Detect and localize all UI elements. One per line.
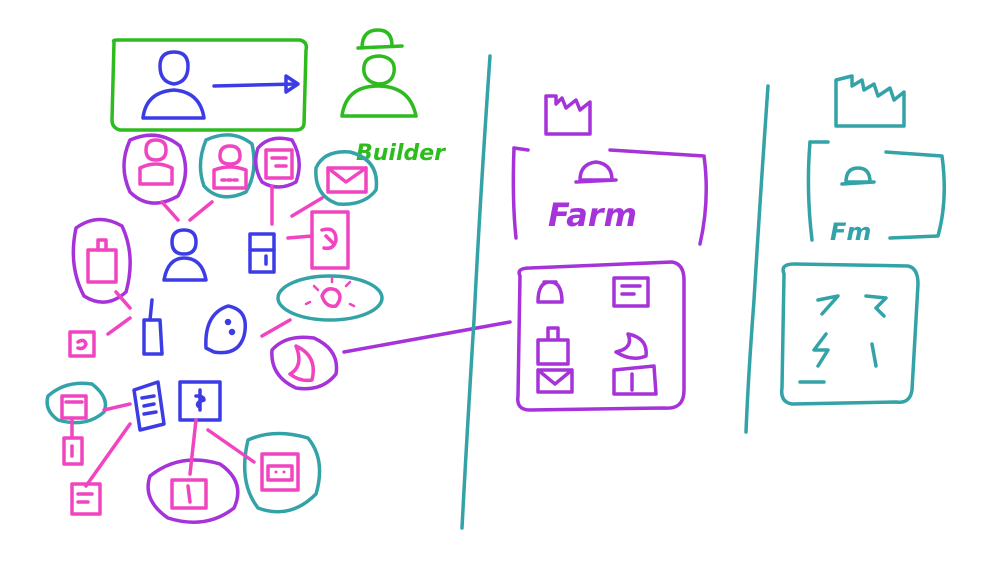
builder-label: Builder [356,141,446,166]
person-icon [162,228,208,282]
glyph-3 [812,332,830,368]
arrow-right-icon [212,74,300,94]
glyph-2 [864,294,888,318]
farm-panel-right [806,140,946,242]
bag-icon [71,217,132,304]
moon-icon-box [614,332,648,360]
farm-box-right [779,262,920,406]
connectors-middle [106,290,292,338]
dollar-icon-box [612,364,658,396]
builder-panel [110,38,309,132]
fridge-icon [248,232,276,274]
factory-icon-middle [544,94,592,136]
connectors-bottom [70,402,256,488]
factory-icon-right [834,74,906,128]
radio-icon [242,431,322,514]
cash-icon [146,458,240,524]
connectors-top [160,184,324,240]
bread-bag-icon [536,280,564,304]
bread-icon [204,304,247,355]
user-icon [141,50,206,120]
document-icon [254,136,301,189]
glyph-4 [870,342,878,368]
divider-left [460,54,492,530]
farm-box-middle [516,260,686,412]
builder-icon [340,28,418,118]
archive-icon [45,381,108,425]
note-icon [70,482,102,516]
helmet-icon-right [840,166,876,186]
glyph-1 [816,294,840,316]
card-icon [68,330,96,358]
envelope-icon [314,150,379,206]
helmet-icon [574,160,618,184]
divider-right [744,84,770,434]
phone-icon [310,210,350,270]
bottle-icon [142,298,164,356]
device-icon [62,436,84,466]
farm-label-middle: Farm [548,196,637,234]
sun-icon [276,274,384,322]
person-badge-icon [122,133,188,205]
farm-label-right: Fm [830,218,871,246]
dollar-card-icon [178,380,222,422]
link-to-farm-box [342,320,512,354]
builder-panel-frame [110,38,309,132]
farm-panel-middle [511,146,708,246]
moon-icon [270,335,339,391]
bag-icon-box [536,326,570,366]
envelope-icon-box [536,368,574,394]
receipt-icon [132,380,166,432]
employee-icon [198,133,256,199]
document-icon-box [612,276,650,308]
